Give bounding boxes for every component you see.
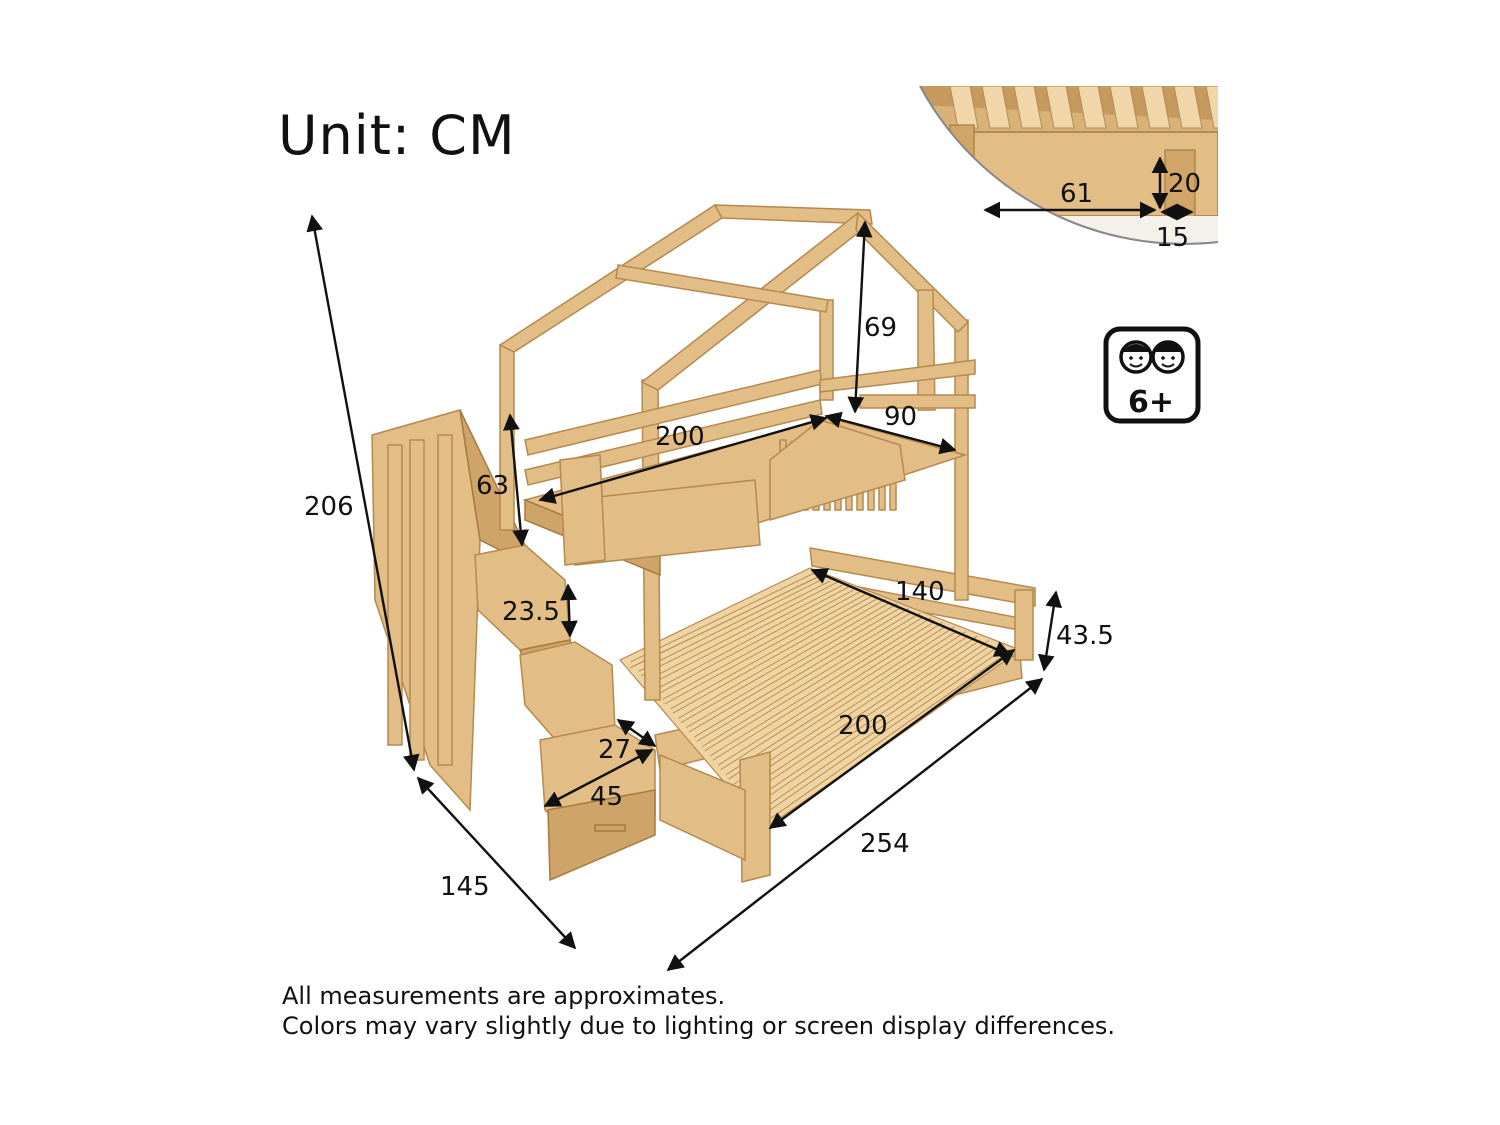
inset-slat — [1141, 86, 1171, 129]
disclaimer-measurements: All measurements are approximates. — [282, 982, 726, 1010]
age-badge: 6+ — [1103, 326, 1201, 424]
bed-slat — [639, 576, 831, 676]
label-61: 61 — [1060, 179, 1093, 209]
disclaimer-colors: Colors may vary slightly due to lighting… — [282, 1012, 1116, 1040]
unit-title: Unit: CM — [278, 104, 516, 167]
roof-69-line — [847, 220, 873, 414]
label-145: 145 — [440, 872, 490, 902]
label-140: 140 — [895, 577, 945, 607]
inset-slat — [981, 86, 1011, 129]
height-206-line — [306, 214, 420, 772]
bed-slat — [646, 581, 842, 685]
label-45: 45 — [590, 782, 623, 812]
inset-slat — [1013, 86, 1043, 129]
label-254: 254 — [860, 829, 910, 859]
bunk-bed-drawing — [371, 203, 1036, 883]
inset-slat — [1205, 86, 1218, 129]
step-23-5-line — [560, 583, 578, 638]
depth-145-line — [416, 776, 577, 950]
label-lower-200: 200 — [838, 711, 888, 741]
shelf-detail-inset: 61 20 15 — [919, 85, 1219, 253]
label-90: 90 — [884, 402, 917, 432]
inset-slat — [1173, 86, 1203, 129]
step-27-line — [616, 719, 657, 747]
label-upper-200: 200 — [655, 422, 705, 452]
label-63: 63 — [476, 471, 509, 501]
two-children-icon — [1119, 340, 1185, 374]
inset-slat — [1077, 86, 1107, 129]
label-15: 15 — [1156, 223, 1189, 253]
lower-width-140-line — [810, 568, 1012, 657]
upper-width-90-line — [824, 411, 957, 455]
inset-slat — [949, 86, 979, 129]
label-23-5: 23.5 — [502, 597, 560, 627]
upper-length-200-line — [538, 414, 828, 504]
label-43-5: 43.5 — [1056, 621, 1114, 651]
inset-slat — [1109, 86, 1139, 129]
rail-63-line — [503, 413, 529, 547]
dimension-lines — [306, 214, 1063, 972]
label-69: 69 — [864, 313, 897, 343]
bed-slat — [631, 572, 819, 666]
lower-height-43-5-line — [1037, 590, 1063, 672]
step-45-line — [543, 748, 654, 808]
age-label: 6+ — [1128, 385, 1174, 420]
label-27: 27 — [598, 735, 631, 765]
lower-length-200-line — [768, 649, 1016, 829]
inset-slat — [1045, 86, 1075, 129]
label-206: 206 — [304, 492, 354, 522]
dimension-labels: 206 145 254 200 140 43.5 200 90 69 63 23… — [304, 313, 1114, 902]
label-20: 20 — [1168, 169, 1201, 199]
